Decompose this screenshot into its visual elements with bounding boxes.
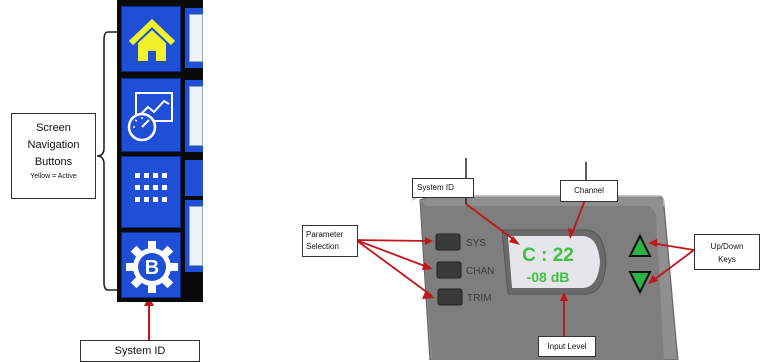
gear-b-icon: B (126, 241, 178, 293)
channel-arrow-head (568, 228, 575, 239)
nav-bracket-path (96, 31, 118, 291)
param-arrow-sys-head (425, 237, 433, 245)
keypad-grid-icon (135, 173, 167, 202)
sys-button (435, 233, 461, 251)
input-level-arrow-head (560, 292, 568, 301)
system-id-arrow-head (509, 236, 520, 245)
param-arrow-chan (355, 239, 431, 269)
device-top-edge (411, 195, 665, 207)
nav-buttons-label-box: Screen Navigation Buttons Yellow = Activ… (11, 113, 96, 199)
updown-arrow-down-head (648, 275, 658, 284)
param-arrow-sys (355, 239, 431, 242)
parameter-selection-label: Parameter Selection (302, 225, 358, 257)
display-screen (508, 236, 600, 288)
nav-buttons-label-line2: Navigation (27, 139, 80, 151)
content-strip-3 (185, 160, 203, 196)
up-arrow-key (628, 233, 652, 257)
chan-button (436, 261, 462, 279)
system-id-right-label: System ID (412, 178, 474, 198)
nav-button-home[interactable] (121, 6, 181, 72)
dashboard-gauge-icon (127, 92, 173, 142)
home-icon (128, 18, 176, 61)
content-strip-2 (185, 80, 203, 152)
parameter-selection-line2: Selection (306, 242, 339, 251)
display-level-readout: -08 dB (527, 269, 570, 285)
nav-buttons-label-note: Yellow = Active (30, 173, 77, 180)
channel-label: Channel (560, 180, 618, 202)
down-arrow-key (628, 271, 652, 295)
up-down-keys-line1: Up/Down (710, 242, 744, 251)
up-down-keys-line2: Keys (718, 255, 736, 264)
chan-button-label: CHAN (466, 266, 494, 277)
nav-buttons-label-line3: Buttons (34, 156, 73, 168)
param-arrow-chan-head (422, 262, 433, 270)
system-id-arrow-line (465, 203, 518, 243)
display-channel-readout: C : 22 (522, 245, 574, 266)
gear-b-letter: B (145, 257, 159, 279)
content-strip-1 (185, 8, 203, 68)
sys-button-label: SYS (466, 238, 486, 249)
input-level-label: Input Level (538, 336, 596, 357)
updown-arrow-up-line (650, 242, 695, 251)
param-arrow-trim (355, 239, 433, 297)
trim-button-label: TRIM (467, 293, 491, 304)
updown-arrow-up-head (648, 239, 657, 247)
up-down-keys-label: Up/Down Keys (694, 234, 760, 270)
nav-panel: B (117, 0, 203, 302)
content-strip-4 (185, 200, 203, 272)
parameter-selection-line1: Parameter (306, 230, 344, 239)
nav-button-system[interactable]: B (121, 232, 181, 298)
nav-button-dashboard[interactable] (121, 78, 181, 152)
updown-arrow-down-line (650, 249, 695, 283)
nav-buttons-label-line1: Screen (36, 122, 71, 134)
trim-button (437, 288, 463, 306)
nav-button-keypad[interactable] (121, 156, 181, 228)
system-id-left-label: System ID (80, 340, 200, 362)
param-arrow-trim-head (422, 292, 435, 299)
